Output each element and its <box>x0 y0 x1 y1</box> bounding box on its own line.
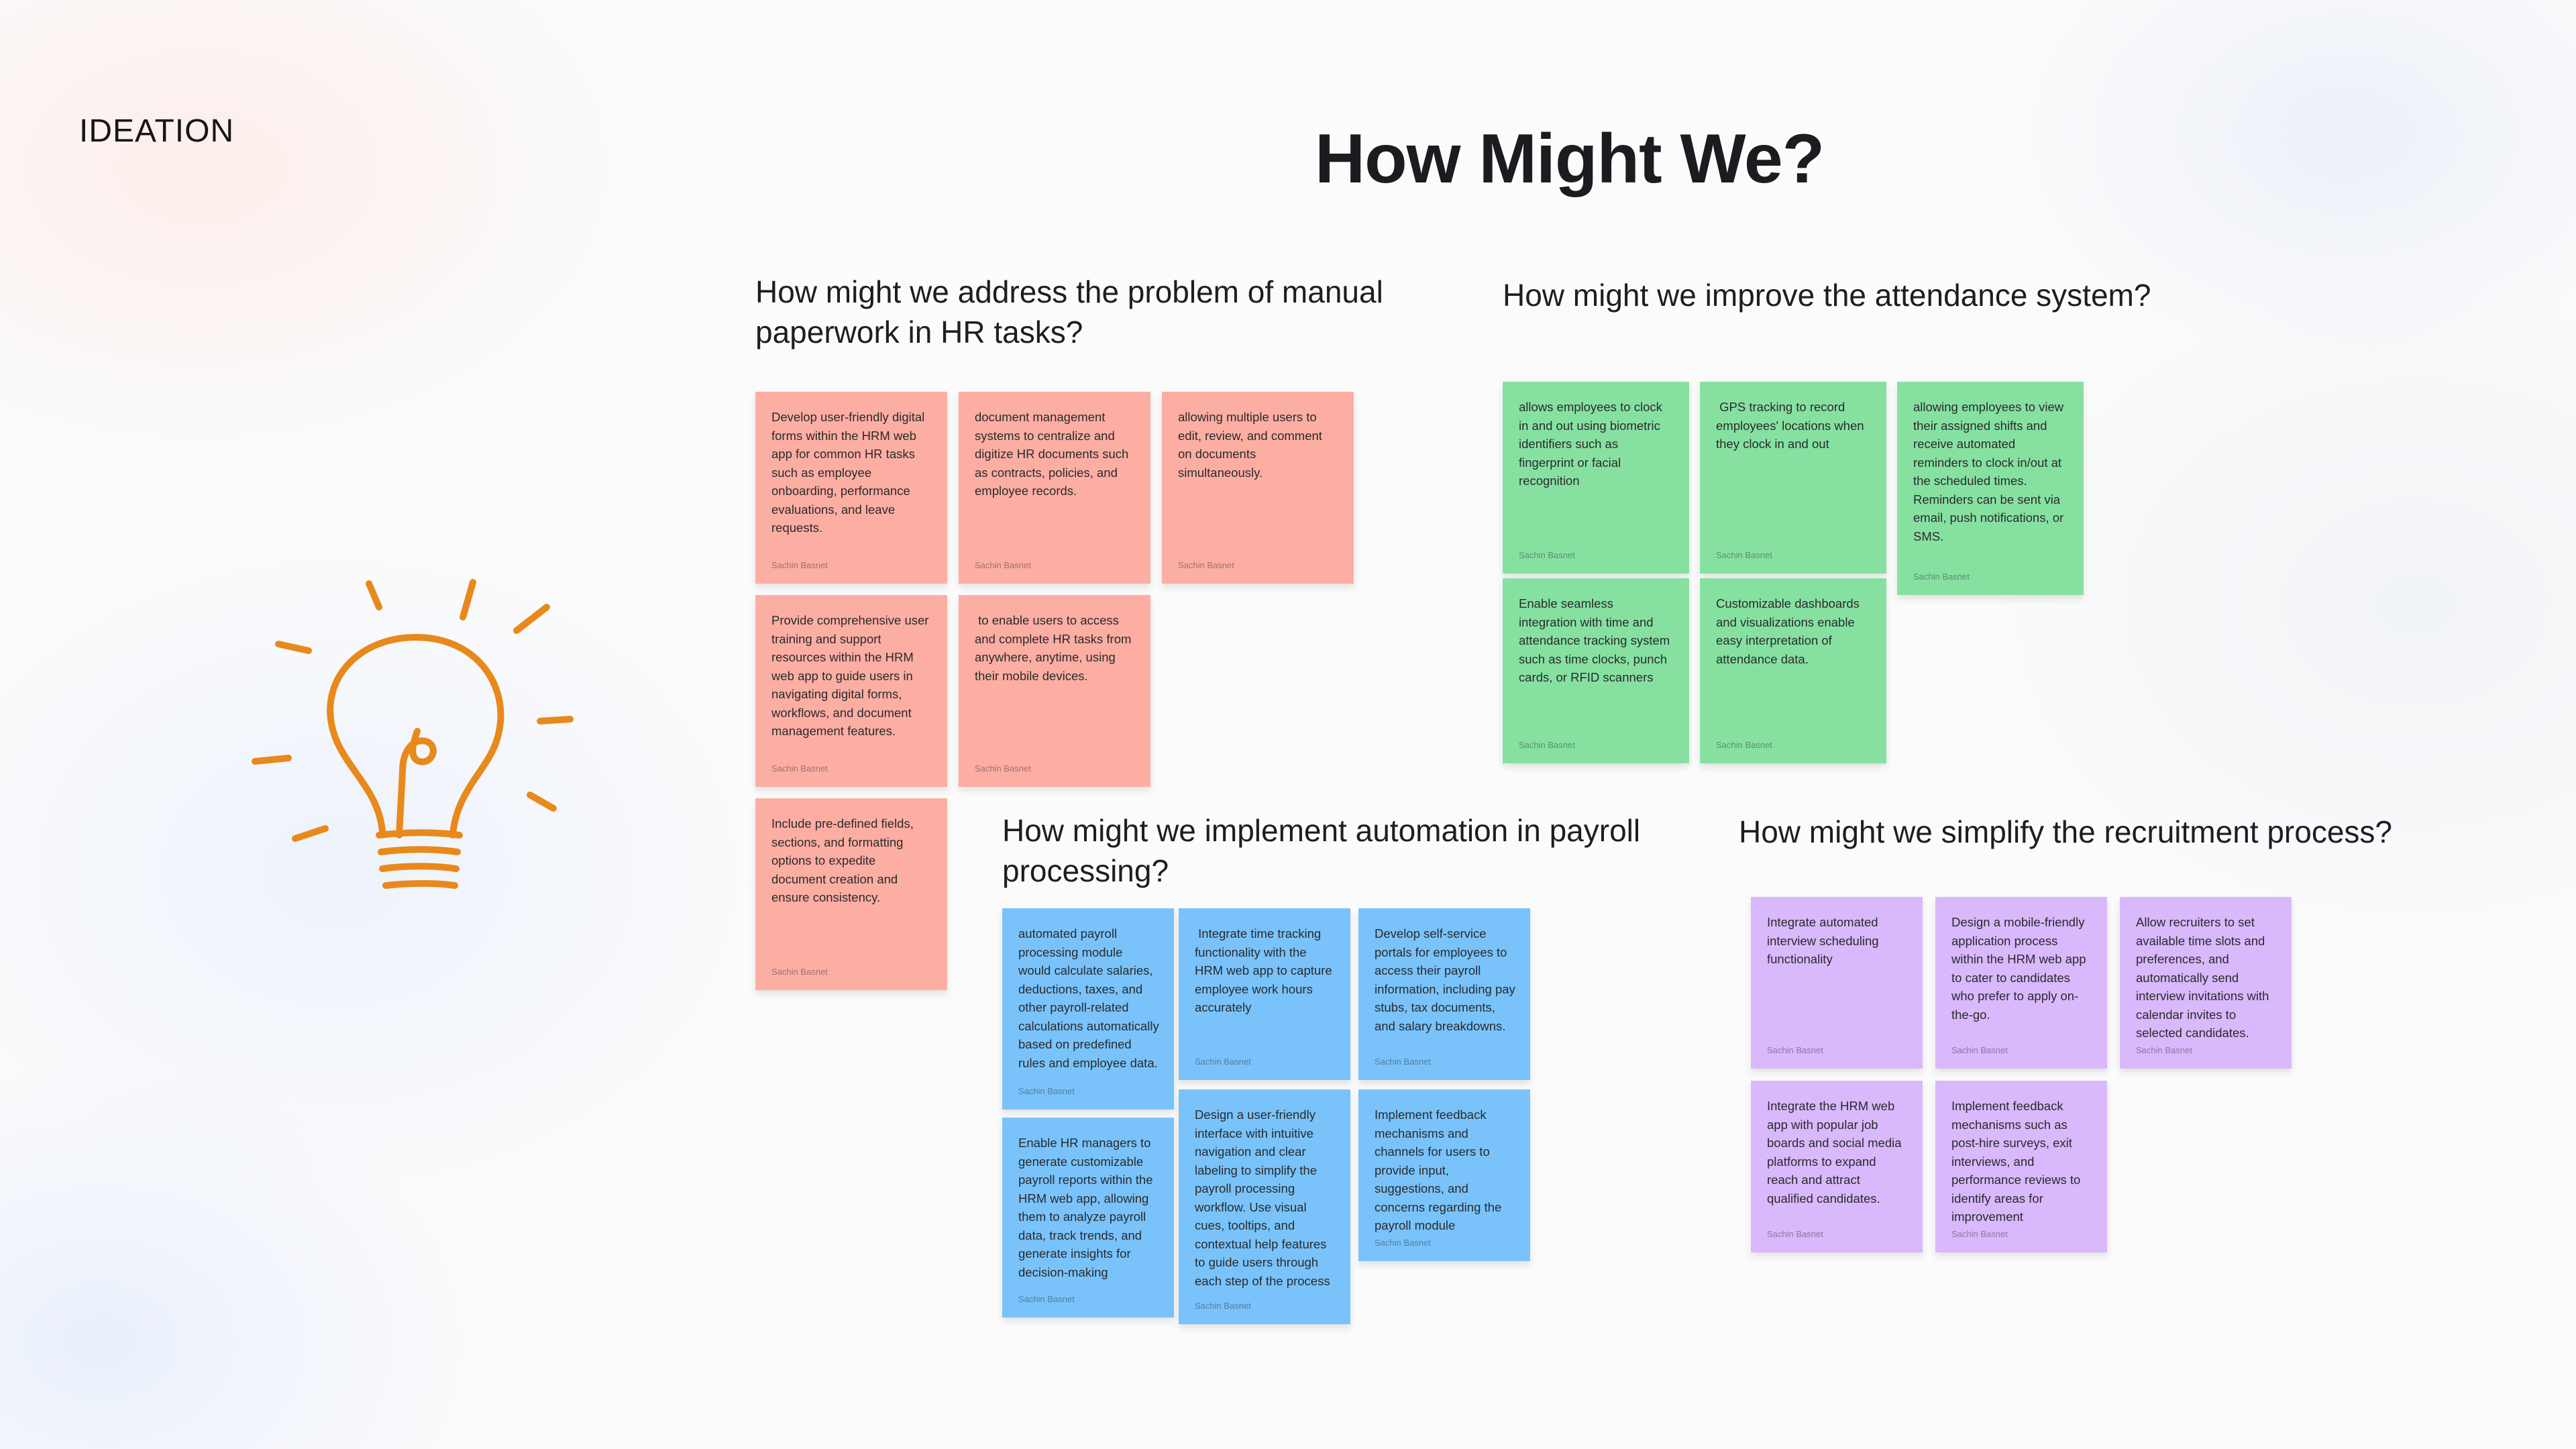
note-text: Integrate the HRM web app with popular j… <box>1767 1099 1905 1205</box>
note-author: Sachin Basnet <box>1767 1229 1823 1239</box>
note-text: allowing multiple users to edit, review,… <box>1178 410 1326 480</box>
sticky-note[interactable]: Implement feedback mechanisms such as po… <box>1935 1081 2107 1252</box>
note-author: Sachin Basnet <box>1913 572 1970 582</box>
note-text: allows employees to clock in and out usi… <box>1519 400 1666 488</box>
note-author: Sachin Basnet <box>771 967 828 977</box>
note-author: Sachin Basnet <box>1018 1086 1075 1096</box>
note-author: Sachin Basnet <box>1195 1301 1251 1311</box>
sticky-note[interactable]: Enable HR managers to generate customiza… <box>1002 1118 1174 1318</box>
sticky-note[interactable]: Develop user-friendly digital forms with… <box>755 392 947 584</box>
page-title: How Might We? <box>1315 120 1825 198</box>
lightbulb-icon <box>252 579 574 889</box>
sticky-note[interactable]: allowing multiple users to edit, review,… <box>1162 392 1354 584</box>
note-author: Sachin Basnet <box>1951 1045 2008 1055</box>
sticky-note[interactable]: automated payroll processing module woul… <box>1002 908 1174 1110</box>
sticky-note[interactable]: allows employees to clock in and out usi… <box>1503 382 1689 574</box>
note-author: Sachin Basnet <box>1951 1229 2008 1239</box>
note-text: Implement feedback mechanisms such as po… <box>1951 1099 2084 1224</box>
note-text: Implement feedback mechanisms and channe… <box>1375 1108 1505 1232</box>
note-text: automated payroll processing module woul… <box>1018 926 1163 1070</box>
note-author: Sachin Basnet <box>1375 1238 1431 1248</box>
note-author: Sachin Basnet <box>771 763 828 773</box>
sticky-note[interactable]: Implement feedback mechanisms and channe… <box>1358 1089 1530 1261</box>
sticky-note[interactable]: Integrate time tracking functionality wi… <box>1179 908 1350 1080</box>
note-text: Integrate automated interview scheduling… <box>1767 915 1882 966</box>
sticky-note[interactable]: GPS tracking to record employees' locati… <box>1700 382 1886 574</box>
note-text: Include pre-defined fields, sections, an… <box>771 816 917 904</box>
sticky-note[interactable]: Design a mobile-friendly application pro… <box>1935 897 2107 1069</box>
note-text: document management systems to centraliz… <box>975 410 1132 498</box>
sticky-note[interactable]: Allow recruiters to set available time s… <box>2120 897 2292 1069</box>
sticky-note[interactable]: to enable users to access and complete H… <box>959 595 1150 787</box>
note-author: Sachin Basnet <box>1519 550 1575 560</box>
note-author: Sachin Basnet <box>1519 740 1575 750</box>
note-author: Sachin Basnet <box>975 560 1031 570</box>
note-author: Sachin Basnet <box>1375 1057 1431 1067</box>
note-text: Integrate time tracking functionality wi… <box>1195 926 1336 1014</box>
question-recruitment: How might we simplify the recruitment pr… <box>1739 814 2392 849</box>
sticky-note[interactable]: Integrate automated interview scheduling… <box>1751 897 1923 1069</box>
note-author: Sachin Basnet <box>771 560 828 570</box>
note-author: Sachin Basnet <box>1767 1045 1823 1055</box>
sticky-note[interactable]: Include pre-defined fields, sections, an… <box>755 798 947 990</box>
note-text: to enable users to access and complete H… <box>975 613 1135 683</box>
sticky-note[interactable]: Provide comprehensive user training and … <box>755 595 947 787</box>
question-attendance: How might we improve the attendance syst… <box>1503 278 2151 313</box>
sticky-note[interactable]: allowing employees to view their assigne… <box>1897 382 2084 595</box>
note-text: Design a mobile-friendly application pro… <box>1951 915 2090 1022</box>
note-author: Sachin Basnet <box>1195 1057 1251 1067</box>
note-author: Sachin Basnet <box>1716 550 1772 560</box>
note-author: Sachin Basnet <box>975 763 1031 773</box>
note-text: Provide comprehensive user training and … <box>771 613 932 738</box>
note-author: Sachin Basnet <box>1018 1294 1075 1304</box>
note-author: Sachin Basnet <box>1178 560 1234 570</box>
question-payroll: How might we implement automation in pay… <box>1002 813 1641 888</box>
section-label: IDEATION <box>79 113 235 149</box>
note-text: Enable HR managers to generate customiza… <box>1018 1136 1157 1279</box>
sticky-note[interactable]: Develop self-service portals for employe… <box>1358 908 1530 1080</box>
question-paperwork: How might we address the problem of manu… <box>755 274 1383 350</box>
sticky-note[interactable]: Design a user-friendly interface with in… <box>1179 1089 1350 1324</box>
note-author: Sachin Basnet <box>1716 740 1772 750</box>
sticky-note[interactable]: Enable seamless integration with time an… <box>1503 578 1689 763</box>
note-text: GPS tracking to record employees' locati… <box>1716 400 1868 451</box>
note-text: Develop user-friendly digital forms with… <box>771 410 928 535</box>
note-text: Develop self-service portals for employe… <box>1375 926 1519 1033</box>
sticky-note[interactable]: document management systems to centraliz… <box>959 392 1150 584</box>
note-text: Design a user-friendly interface with in… <box>1195 1108 1330 1288</box>
note-text: allowing employees to view their assigne… <box>1913 400 2068 543</box>
note-text: Customizable dashboards and visualizatio… <box>1716 596 1864 666</box>
sticky-note[interactable]: Integrate the HRM web app with popular j… <box>1751 1081 1923 1252</box>
note-author: Sachin Basnet <box>2136 1045 2192 1055</box>
sticky-note[interactable]: Customizable dashboards and visualizatio… <box>1700 578 1886 763</box>
note-text: Enable seamless integration with time an… <box>1519 596 1677 684</box>
note-text: Allow recruiters to set available time s… <box>2136 915 2273 1040</box>
